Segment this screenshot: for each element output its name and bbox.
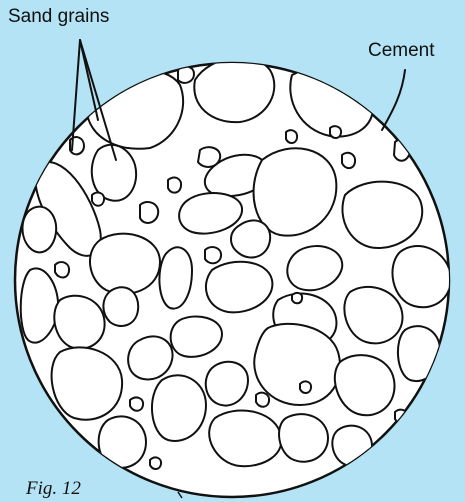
sand-grain: [198, 147, 220, 167]
sand-grain: [99, 416, 146, 467]
sand-grain: [286, 130, 297, 143]
sand-grain: [103, 287, 138, 326]
sand-grain: [231, 220, 270, 257]
sand-grain: [92, 193, 104, 206]
sand-grain: [256, 393, 269, 407]
sand-grain: [342, 153, 355, 168]
sand-grain: [52, 347, 123, 419]
sand-grain: [254, 324, 340, 405]
sand-grain: [279, 414, 328, 462]
sand-grain: [209, 410, 281, 466]
sand-grain: [55, 262, 69, 277]
sand-grain: [150, 457, 161, 469]
sand-grain: [128, 336, 172, 379]
figure-tick: [178, 492, 182, 498]
sand-grain: [130, 398, 143, 411]
sand-grain: [300, 381, 311, 393]
sand-grain: [398, 326, 440, 381]
sand-grain: [292, 293, 302, 303]
label-cement: Cement: [368, 40, 435, 62]
sand-grain: [332, 426, 372, 466]
sand-grain: [54, 296, 104, 349]
sand-grain: [205, 247, 221, 263]
sand-grain: [394, 140, 410, 161]
sand-grain: [140, 202, 158, 223]
figure-caption: Fig. 12: [26, 478, 81, 500]
sand-grain: [206, 362, 248, 406]
sand-grain: [23, 207, 57, 253]
cement-leader: [382, 70, 405, 130]
label-sand-grains: Sand grains: [8, 6, 109, 28]
sand-grain: [194, 58, 274, 122]
sand-grain: [88, 71, 183, 149]
sand-grain: [330, 126, 341, 138]
sand-grain: [168, 178, 181, 193]
sand-grain: [90, 234, 160, 294]
